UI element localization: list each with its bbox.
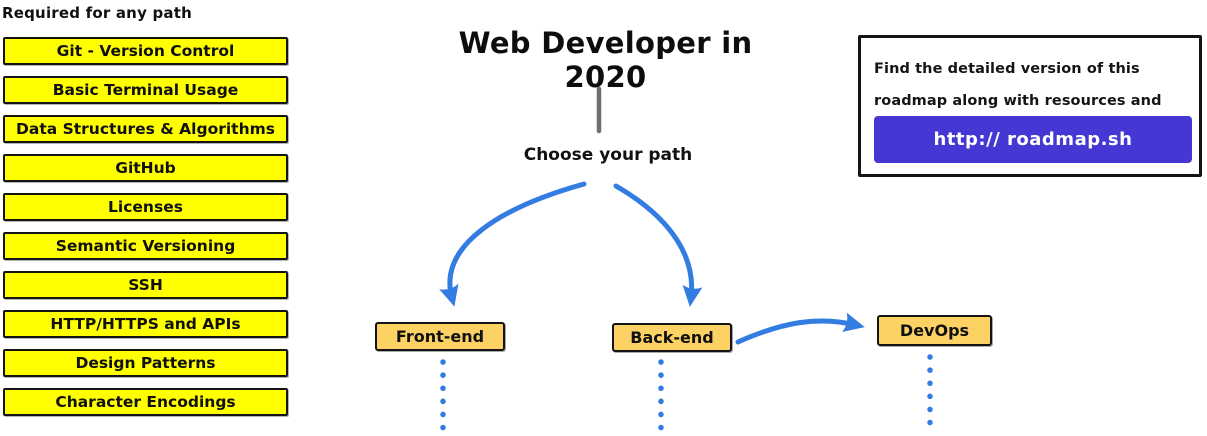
arrow-to-frontend	[439, 181, 587, 307]
topic-char-encodings[interactable]: Character Encodings	[3, 388, 288, 416]
roadmap-url-button[interactable]: http:// roadmap.sh	[874, 116, 1192, 163]
topic-licenses[interactable]: Licenses	[3, 193, 288, 221]
sidebar-heading: Required for any path	[2, 4, 192, 22]
topic-data-structures[interactable]: Data Structures & Algorithms	[3, 115, 288, 143]
path-box-frontend[interactable]: Front-end	[375, 322, 505, 351]
required-topics-list: Git - Version Control Basic Terminal Usa…	[3, 37, 288, 416]
page-title: Web Developer in 2020	[458, 26, 753, 94]
path-box-backend[interactable]: Back-end	[612, 323, 732, 352]
topic-design-patterns[interactable]: Design Patterns	[3, 349, 288, 377]
choose-path-label: Choose your path	[523, 145, 693, 165]
arrow-to-devops	[735, 312, 865, 345]
topic-ssh[interactable]: SSH	[3, 271, 288, 299]
topic-git[interactable]: Git - Version Control	[3, 37, 288, 65]
topic-terminal[interactable]: Basic Terminal Usage	[3, 76, 288, 104]
arrow-to-backend	[613, 183, 703, 307]
topic-semver[interactable]: Semantic Versioning	[3, 232, 288, 260]
roadmap-info-box: Find the detailed version of this roadma…	[858, 35, 1202, 177]
topic-http-apis[interactable]: HTTP/HTTPS and APIs	[3, 310, 288, 338]
topic-github[interactable]: GitHub	[3, 154, 288, 182]
path-box-devops[interactable]: DevOps	[877, 315, 992, 346]
